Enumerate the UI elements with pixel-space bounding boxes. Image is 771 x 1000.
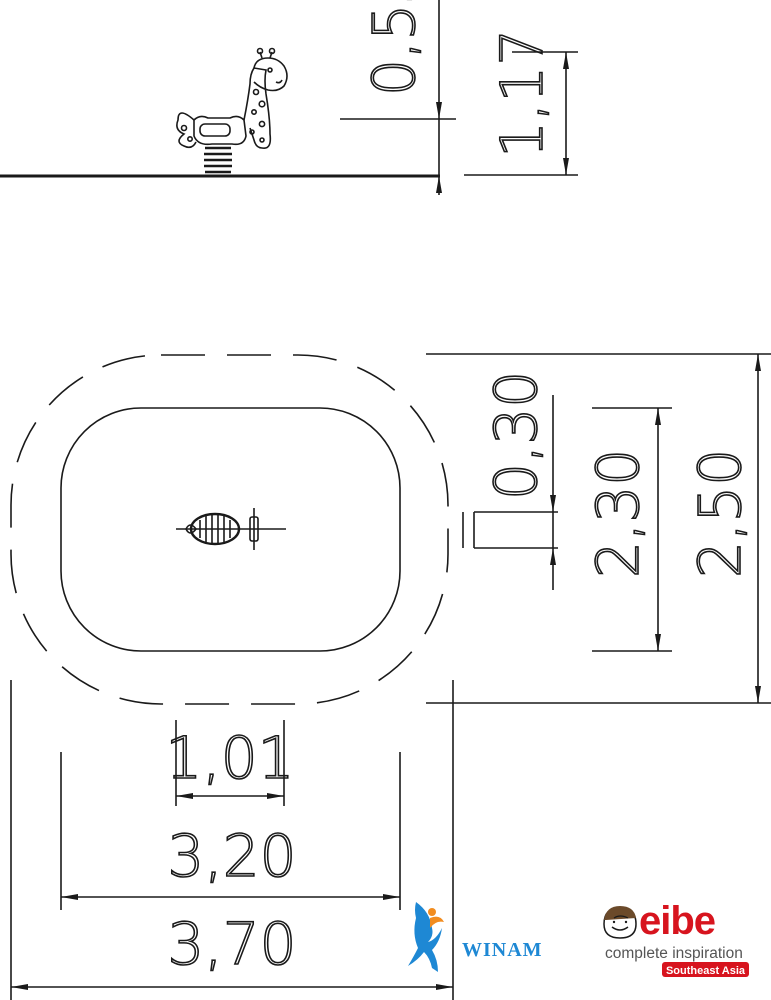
dim-seat-height: 0,53: [340, 0, 456, 195]
winam-logo: WINAM: [408, 902, 543, 972]
dim-total-width-label: 3,70: [167, 910, 296, 978]
dim-total-depth-label: 2,50: [686, 449, 754, 578]
eibe-region-label: Southeast Asia: [666, 965, 746, 977]
winam-figure-icon: [408, 902, 442, 972]
dim-total-height-label: 1,17: [488, 29, 556, 158]
eibe-logo: eibe complete inspiration Southeast Asia: [603, 899, 749, 977]
dim-surface-depth: 2,30: [583, 407, 672, 652]
dim-surface-depth-label: 2,30: [584, 449, 652, 578]
child-face-icon: [603, 906, 637, 939]
eibe-wordmark: eibe: [639, 899, 715, 943]
plan-view: 0,30 2,30 2,50 1,01: [10, 353, 771, 1000]
dim-total-height: 1,17: [464, 28, 578, 176]
safety-zone-outline: [10, 354, 449, 705]
dim-clearance-depth: 0,30: [462, 370, 558, 590]
dim-clearance-depth-label: 0,30: [482, 371, 550, 500]
dim-surface-width-label: 3,20: [167, 822, 296, 890]
rider-top-view-icon: [176, 508, 286, 550]
impact-surface-outline: [60, 407, 401, 652]
dim-total-depth: 2,50: [426, 353, 771, 704]
eibe-region-badge: [662, 962, 749, 977]
side-elevation: 0,53 1,17: [0, 0, 578, 195]
dim-surface-width: 3,20: [60, 752, 401, 910]
dim-item-width: 1,01: [165, 720, 295, 806]
dim-seat-height-label: 0,53: [360, 0, 428, 96]
eibe-tagline: complete inspiration: [605, 945, 743, 962]
giraffe-spring-rider-icon: [176, 47, 288, 174]
winam-wordmark: WINAM: [462, 939, 543, 961]
dim-total-width: 3,70: [10, 680, 454, 1000]
dim-item-width-label: 1,01: [165, 724, 294, 792]
